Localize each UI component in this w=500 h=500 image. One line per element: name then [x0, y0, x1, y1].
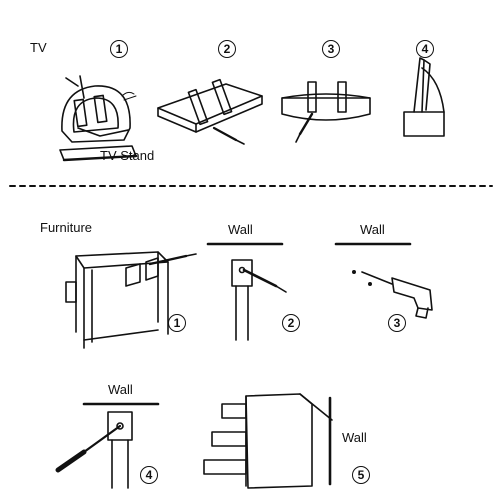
bar-screwdriver-illustration	[281, 81, 371, 143]
tv-on-stand-illustration	[59, 75, 138, 162]
tv-stand-label: TV Stand	[100, 148, 155, 163]
top-step-3: 3	[322, 40, 340, 58]
tv-label: TV	[30, 40, 47, 55]
bottom-step-1: 1	[168, 314, 186, 332]
top-step-4: 4	[416, 40, 434, 58]
wall-label-2: Wall	[228, 222, 253, 237]
furniture-label: Furniture	[40, 220, 93, 235]
bottom-step-4: 4	[140, 466, 158, 484]
bottom-step-3: 3	[388, 314, 406, 332]
furniture-strap-illustration	[65, 251, 197, 349]
wall-label-4: Wall	[108, 382, 133, 397]
bar-straps-illustration	[157, 78, 263, 145]
tv-side-view-illustration	[403, 57, 445, 137]
bottom-step-5: 5	[352, 466, 370, 484]
bottom-step-2: 2	[282, 314, 300, 332]
dresser-wall-illustration	[203, 393, 333, 489]
wall-bracket-illustration	[231, 259, 287, 341]
bracket-screwdriver-illustration	[55, 411, 133, 489]
top-step-2: 2	[218, 40, 236, 58]
drill-illustration	[351, 269, 433, 319]
wall-label-3: Wall	[360, 222, 385, 237]
top-step-1: 1	[110, 40, 128, 58]
wall-label-5: Wall	[342, 430, 367, 445]
